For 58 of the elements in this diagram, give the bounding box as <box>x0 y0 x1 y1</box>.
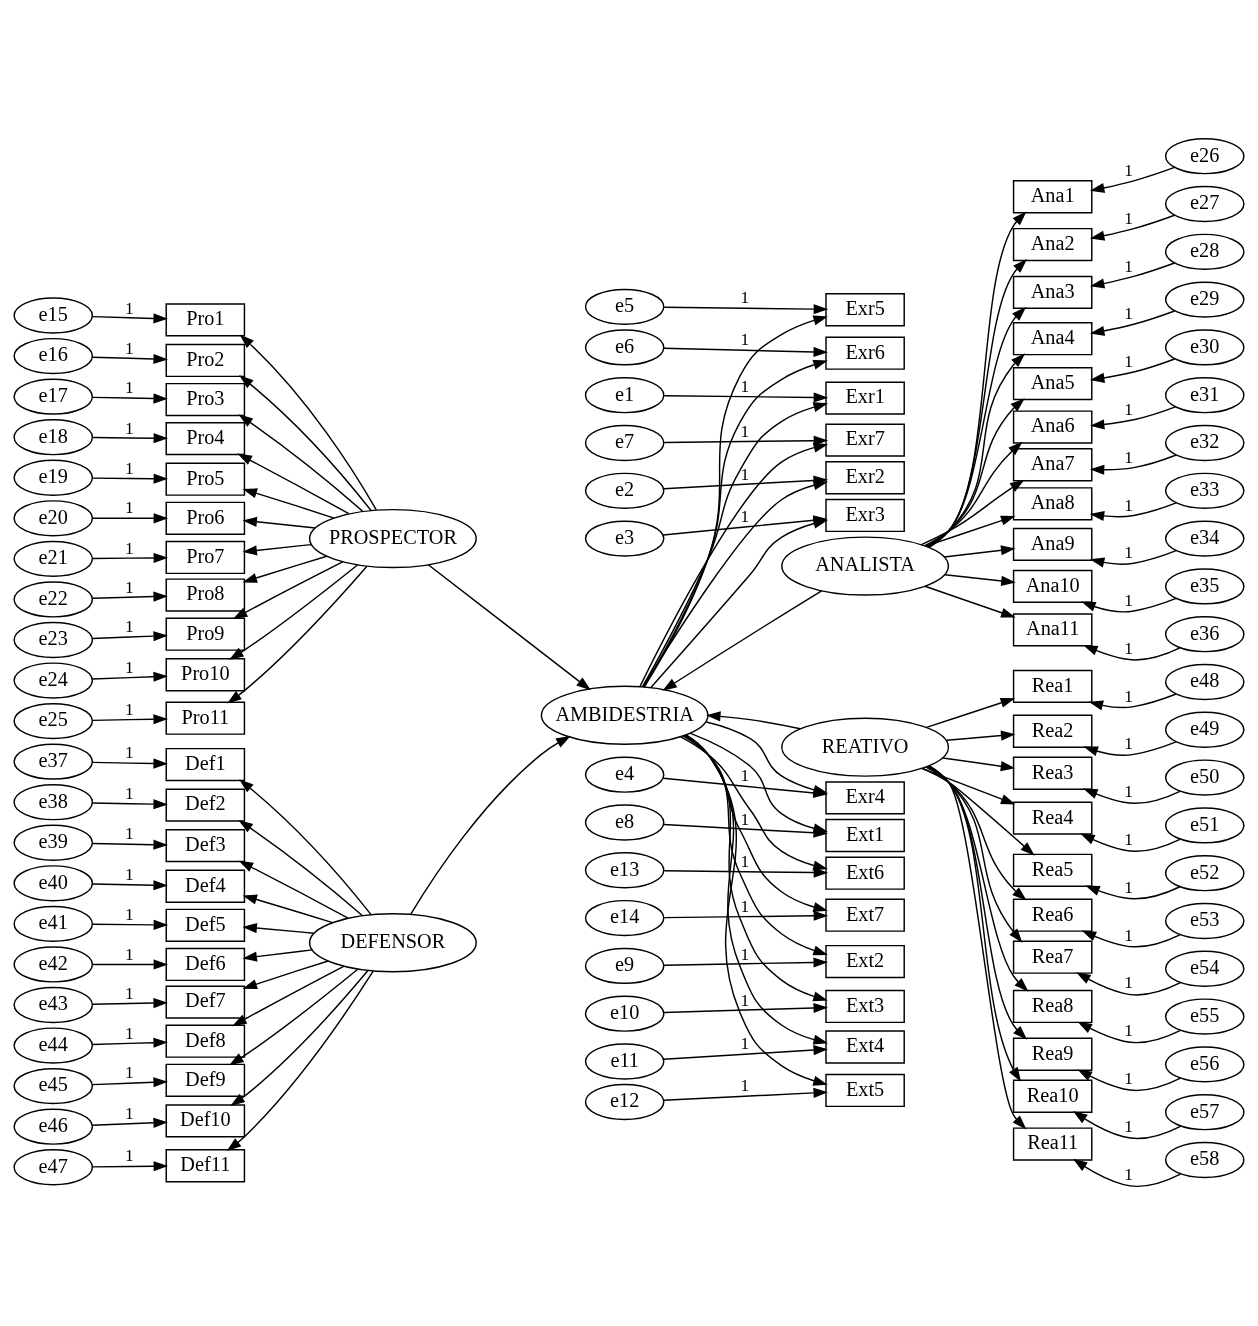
edge-label: 1 <box>1124 399 1134 419</box>
edge-label: 1 <box>124 824 134 844</box>
edge-label: 1 <box>124 944 134 964</box>
edge-label: 1 <box>124 538 134 558</box>
edge-label: 1 <box>740 809 750 829</box>
edge-label: 1 <box>740 507 750 527</box>
edge-label: 1 <box>740 330 750 350</box>
edge-label: 1 <box>740 465 750 485</box>
edge-label: 1 <box>1124 1021 1134 1041</box>
edge-label: 1 <box>124 1103 134 1123</box>
edge-label: 1 <box>124 339 134 359</box>
edge-label: 1 <box>1124 591 1134 611</box>
edge-label: 1 <box>1124 782 1134 802</box>
edge-label: 1 <box>740 1076 750 1096</box>
edge-label: 1 <box>124 743 134 763</box>
edge-label: 1 <box>740 766 750 786</box>
edge-label: 1 <box>124 657 134 677</box>
edge-label: 1 <box>1124 256 1134 276</box>
edge-label: 1 <box>124 864 134 884</box>
edge-label: 1 <box>1124 925 1134 945</box>
edge-label: 1 <box>740 421 750 441</box>
edge-label: 1 <box>1124 495 1134 515</box>
edge-label: 1 <box>740 944 750 964</box>
edge-label: 1 <box>1124 352 1134 372</box>
edge-label: 1 <box>1124 1069 1134 1089</box>
edge-label: 1 <box>1124 830 1134 850</box>
edge-label: 1 <box>1124 973 1134 993</box>
edge-label: 1 <box>740 990 750 1010</box>
edge-label: 1 <box>1124 160 1134 180</box>
edge-label: 1 <box>740 1034 750 1054</box>
edge-label: 1 <box>124 905 134 925</box>
edge-label: 1 <box>1124 543 1134 563</box>
edge-label: 1 <box>1124 877 1134 897</box>
edge-label: 1 <box>1124 638 1134 658</box>
edge-label: 1 <box>1124 447 1134 467</box>
edge-label: 1 <box>1124 208 1134 228</box>
edge-label: 1 <box>124 418 134 438</box>
edge-label: 1 <box>124 1063 134 1083</box>
edge-label: 1 <box>1124 1116 1134 1136</box>
edge-label: 1 <box>1124 1164 1134 1184</box>
edge-label: 1 <box>740 376 750 396</box>
edge-label: 1 <box>124 459 134 479</box>
edge-label: 1 <box>124 983 134 1003</box>
edge-label: 1 <box>124 498 134 518</box>
edge-label: 1 <box>1124 686 1134 706</box>
edge-label: 1 <box>740 288 750 308</box>
edge-label: 1 <box>740 851 750 871</box>
edge-label: 1 <box>124 617 134 637</box>
edge-label: 1 <box>124 298 134 318</box>
edge-label: 1 <box>124 1024 134 1044</box>
edge-label: 1 <box>124 699 134 719</box>
edge-label: 1 <box>1124 734 1134 754</box>
edge-label: 1 <box>124 783 134 803</box>
edge-label: 1 <box>1124 304 1134 324</box>
edge-label: 1 <box>740 896 750 916</box>
edge-label: 1 <box>124 578 134 598</box>
edge-label: 1 <box>124 378 134 398</box>
edge-label: 1 <box>124 1145 134 1165</box>
